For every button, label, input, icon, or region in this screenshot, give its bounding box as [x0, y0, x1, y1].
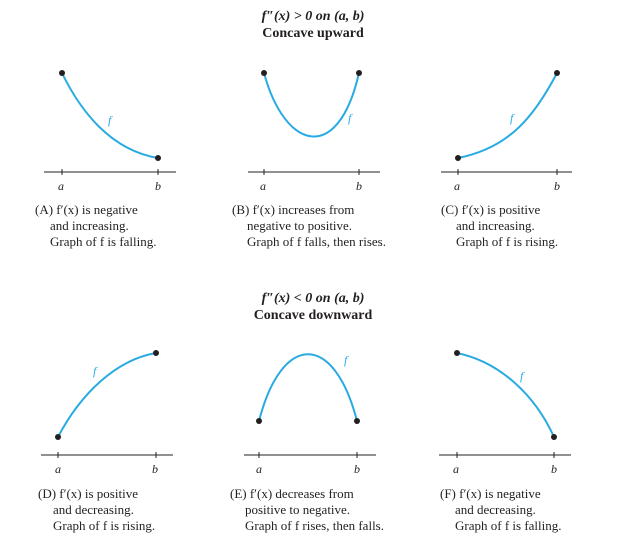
curve-d [57, 352, 157, 438]
caption-e-line-2: positive to negative. [245, 502, 351, 517]
axis-label-b-e: b [354, 462, 360, 476]
endpoint-start-a [59, 70, 65, 76]
curve-a [61, 72, 159, 159]
curve-e [258, 353, 358, 422]
panel-c: f a b [441, 70, 572, 193]
section-heading-concave-down: f″(x) < 0 on (a, b) Concave downward [0, 290, 626, 324]
endpoint-end-e [354, 418, 360, 424]
caption-c-line-1: (C) f′(x) is positive [441, 202, 541, 217]
axis-label-a-c: a [454, 179, 460, 193]
curve-b [263, 72, 360, 138]
caption-a-line-3: Graph of f is falling. [50, 234, 157, 249]
curve-c [457, 72, 558, 159]
caption-f-line-2: and decreasing. [455, 502, 536, 517]
caption-f-line-3: Graph of f is falling. [455, 518, 562, 533]
endpoint-end-c [554, 70, 560, 76]
curve-f [456, 352, 555, 438]
condition-concave-down: f″(x) < 0 on (a, b) [261, 291, 365, 306]
axis-label-a-f: a [453, 462, 459, 476]
panel-e: f a b [244, 353, 376, 476]
caption-d: (D) f′(x) is positive and decreasing. Gr… [38, 486, 155, 534]
title-concave-down: Concave downward [253, 308, 373, 323]
endpoint-start-b [261, 70, 267, 76]
caption-d-line-2: and decreasing. [53, 502, 134, 517]
panel-d: f a b [41, 350, 173, 476]
caption-b-line-2: negative to positive. [247, 218, 353, 233]
caption-b-line-1: (B) f′(x) increases from [232, 202, 355, 217]
endpoint-end-f [551, 434, 557, 440]
axis-label-b-b: b [356, 179, 362, 193]
caption-a-line-2: and increasing. [50, 218, 129, 233]
caption-c-line-2: and increasing. [456, 218, 535, 233]
curve-label-f: f [520, 369, 525, 383]
axis-label-a-d: a [55, 462, 61, 476]
axis-label-a-e: a [256, 462, 262, 476]
endpoint-start-f [454, 350, 460, 356]
endpoint-end-d [153, 350, 159, 356]
axis-label-b-d: b [152, 462, 158, 476]
axis-label-a-b: a [260, 179, 266, 193]
panel-a: f a b [44, 70, 176, 193]
axis-label-b-c: b [554, 179, 560, 193]
caption-c-line-3: Graph of f is rising. [456, 234, 559, 249]
caption-b-line-3: Graph of f falls, then rises. [247, 234, 386, 249]
endpoint-start-d [55, 434, 61, 440]
caption-e-line-3: Graph of f rises, then falls. [245, 518, 384, 533]
endpoint-start-c [455, 155, 461, 161]
panel-b: f a b [248, 70, 380, 193]
caption-e-line-1: (E) f′(x) decreases from [230, 486, 354, 501]
caption-d-line-3: Graph of f is rising. [53, 518, 156, 533]
title-concave-up: Concave upward [262, 26, 364, 41]
endpoint-start-e [256, 418, 262, 424]
axis-label-b-f: b [551, 462, 557, 476]
panel-f: f a b [439, 350, 571, 476]
endpoint-end-b [356, 70, 362, 76]
axis-label-a-a: a [58, 179, 64, 193]
curve-label-a: f [108, 113, 113, 127]
curve-label-d: f [93, 364, 98, 378]
caption-c: (C) f′(x) is positive and increasing. Gr… [441, 202, 558, 250]
curve-label-c: f [510, 111, 515, 125]
caption-d-line-1: (D) f′(x) is positive [38, 486, 138, 501]
caption-f: (F) f′(x) is negative and decreasing. Gr… [440, 486, 562, 534]
caption-b: (B) f′(x) increases from negative to pos… [232, 202, 386, 250]
caption-e: (E) f′(x) decreases from positive to neg… [230, 486, 384, 534]
caption-a: (A) f′(x) is negative and increasing. Gr… [35, 202, 157, 250]
curve-label-e: f [344, 353, 349, 367]
condition-concave-up: f″(x) > 0 on (a, b) [261, 9, 365, 24]
caption-f-line-1: (F) f′(x) is negative [440, 486, 541, 501]
curve-label-b: f [348, 111, 353, 125]
section-heading-concave-up: f″(x) > 0 on (a, b) Concave upward [0, 8, 626, 42]
endpoint-end-a [155, 155, 161, 161]
axis-label-b-a: b [155, 179, 161, 193]
caption-a-line-1: (A) f′(x) is negative [35, 202, 138, 217]
